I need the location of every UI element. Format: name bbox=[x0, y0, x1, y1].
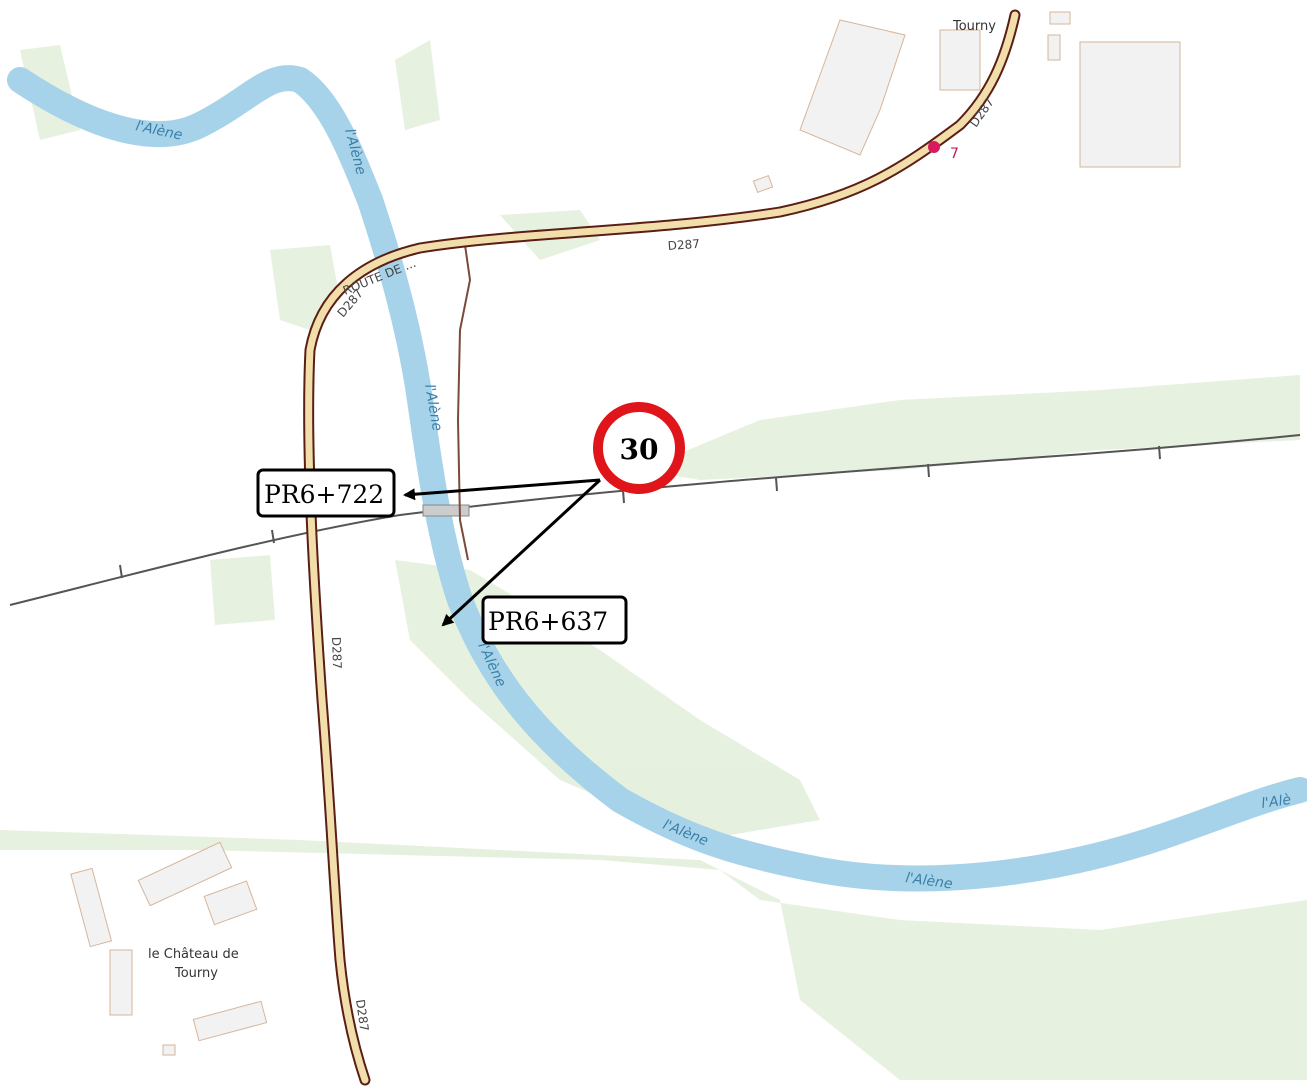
local-track bbox=[456, 244, 472, 561]
pr-callout-north[interactable]: PR6+722 bbox=[256, 468, 396, 518]
building bbox=[109, 949, 133, 1016]
river-label-partial: l'Alè bbox=[1260, 792, 1292, 812]
vegetation-area bbox=[640, 375, 1300, 480]
place-label-chateau-line1: le Château de bbox=[148, 947, 239, 962]
annotation-arrows bbox=[403, 478, 602, 627]
building bbox=[939, 29, 981, 91]
buildings bbox=[70, 11, 1181, 1056]
vegetation-area bbox=[210, 555, 275, 625]
pr-box bbox=[256, 468, 396, 518]
building bbox=[799, 19, 906, 156]
vegetation-area bbox=[0, 830, 1307, 1080]
place-label-chateau-line2: Tourny bbox=[174, 966, 218, 981]
building bbox=[192, 1000, 268, 1042]
building bbox=[203, 880, 258, 926]
road-label: D287 bbox=[667, 237, 700, 253]
building bbox=[162, 1044, 176, 1056]
building bbox=[137, 841, 233, 907]
river-channel bbox=[7, 65, 1307, 892]
building bbox=[752, 174, 774, 194]
place-label-tourny: Tourny bbox=[952, 19, 996, 34]
poi-marker-7[interactable]: 7 bbox=[928, 141, 959, 162]
road-d287 bbox=[303, 9, 1021, 1086]
speed-limit-sign-icon[interactable]: 30 bbox=[593, 402, 685, 494]
road-label: D287 bbox=[329, 637, 344, 670]
vegetation-area bbox=[395, 40, 440, 130]
building bbox=[1049, 11, 1071, 25]
poi-dot bbox=[928, 141, 940, 153]
pr-text: PR6+637 bbox=[488, 607, 608, 636]
pr-box bbox=[481, 595, 628, 645]
road-label: D287 bbox=[353, 998, 371, 1032]
poi-label: 7 bbox=[950, 146, 959, 162]
railway-bridge bbox=[422, 504, 470, 517]
speed-limit-ring bbox=[593, 402, 685, 494]
railway-line bbox=[9, 434, 1301, 606]
building bbox=[1079, 41, 1181, 168]
road-fill bbox=[305, 11, 1019, 1084]
vegetation-areas bbox=[0, 40, 1307, 1080]
river-label: l'Alène bbox=[904, 870, 953, 892]
pr-text: PR6+722 bbox=[264, 480, 384, 509]
road-casing bbox=[303, 9, 1021, 1086]
arrow-to-pr-south bbox=[441, 478, 602, 627]
arrow-to-pr-north bbox=[403, 478, 601, 501]
river-aleene bbox=[7, 65, 1307, 892]
pr-callout-south[interactable]: PR6+637 bbox=[481, 595, 628, 645]
building bbox=[1047, 34, 1061, 61]
building bbox=[70, 867, 113, 948]
railway-ticks bbox=[119, 445, 1161, 579]
speed-limit-value: 30 bbox=[620, 433, 659, 466]
vegetation-area bbox=[270, 245, 340, 330]
